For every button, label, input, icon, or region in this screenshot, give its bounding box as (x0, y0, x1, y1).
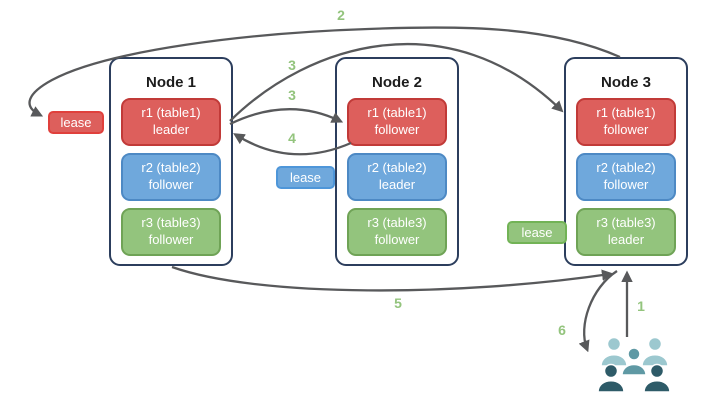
node2-range-r3: r3 (table3) follower (347, 208, 447, 256)
step-label-6: 6 (558, 322, 566, 338)
step-label-2: 2 (337, 7, 345, 23)
user-back-right-icon (641, 336, 669, 367)
range-role: follower (148, 177, 194, 192)
node1-container: Node 1 r1 (table1) leader r2 (table2) fo… (109, 57, 233, 266)
node1-range-r3: r3 (table3) follower (121, 208, 221, 256)
range-role: follower (374, 122, 420, 137)
range-role: follower (603, 177, 649, 192)
node3-range-r2: r2 (table2) follower (576, 153, 676, 201)
node1-title: Node 1 (145, 74, 196, 91)
range-name: r2 (table2) (141, 160, 201, 176)
arrow-step3-to-node2-follower (229, 108, 344, 126)
node2-title: Node 2 (371, 74, 422, 91)
lease-badge-r3: lease (507, 221, 567, 244)
lease-badge-r2: lease (276, 166, 335, 189)
node3-range-r1: r1 (table1) follower (576, 98, 676, 146)
range-role: follower (148, 232, 194, 247)
step-label-3a: 3 (288, 57, 296, 73)
users-group-icon (597, 336, 671, 393)
range-role: follower (603, 122, 649, 137)
range-name: r1 (table1) (367, 105, 427, 121)
node3-range-r3: r3 (table3) leader (576, 208, 676, 256)
arrow-step5-commit-to-gateway (171, 265, 614, 292)
node2-range-r1: r1 (table1) follower (347, 98, 447, 146)
step-label-4: 4 (288, 130, 296, 146)
step-label-3b: 3 (288, 87, 296, 103)
range-role: leader (152, 122, 190, 137)
arrow-step6-response-to-client (578, 270, 618, 353)
user-back-left-icon (600, 336, 628, 367)
range-role: follower (374, 232, 420, 247)
node3-container: Node 3 r1 (table1) follower r2 (table2) … (564, 57, 688, 266)
user-front-left-icon (597, 363, 625, 393)
range-name: r3 (table3) (367, 215, 427, 231)
range-name: r1 (table1) (141, 105, 201, 121)
user-middle-center-icon (621, 347, 647, 376)
range-name: r2 (table2) (367, 160, 427, 176)
node1-range-r1: r1 (table1) leader (121, 98, 221, 146)
user-front-right-icon (643, 363, 671, 393)
lease-badge-r1: lease (48, 111, 104, 134)
range-role: leader (607, 232, 645, 247)
step-label-1: 1 (637, 298, 645, 314)
range-name: r2 (table2) (596, 160, 656, 176)
range-name: r1 (table1) (596, 105, 656, 121)
range-name: r3 (table3) (596, 215, 656, 231)
node3-title: Node 3 (600, 74, 651, 91)
range-name: r3 (table3) (141, 215, 201, 231)
node2-range-r2: r2 (table2) leader (347, 153, 447, 201)
range-role: leader (378, 177, 416, 192)
step-label-5: 5 (394, 295, 402, 311)
node1-range-r2: r2 (table2) follower (121, 153, 221, 201)
node2-container: Node 2 r1 (table1) follower r2 (table2) … (335, 57, 459, 266)
